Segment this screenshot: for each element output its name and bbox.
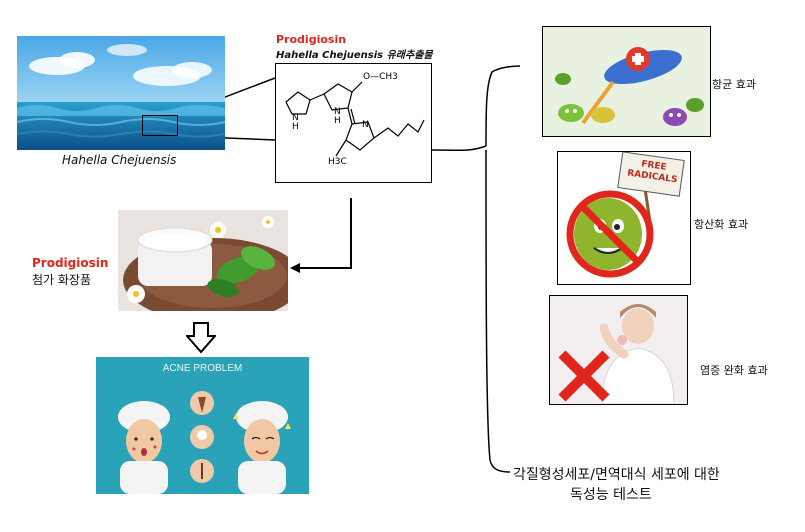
- source-caption: Hahella Chejuensis: [62, 153, 177, 167]
- compound-origin: Hahella Chejuensis 유래추출물: [276, 50, 433, 61]
- struct-nh-mid: N H: [334, 107, 341, 126]
- anti-inflammatory-image: [549, 295, 688, 405]
- anti-inflammatory-label: 염증 완화 효과: [700, 364, 768, 377]
- struct-nh-left: N H: [292, 113, 299, 132]
- compound-name: Prodigiosin: [276, 33, 347, 46]
- antibacterial-image: [542, 26, 711, 137]
- cosmetic-label: 첨가 화장품: [32, 273, 92, 287]
- prodigiosin-structure: O—CH3 N H N H N H3C: [275, 63, 432, 183]
- toxicity-test-line2: 독성능 테스트: [570, 487, 652, 503]
- down-arrow-icon: [186, 322, 216, 354]
- antioxidant-image: FREE RADICALS: [557, 151, 691, 285]
- cosmetic-cream-image: [118, 210, 288, 311]
- struct-n-right: N: [362, 120, 369, 130]
- cosmetic-name: Prodigiosin: [32, 256, 109, 270]
- struct-methoxy: O—CH3: [363, 72, 398, 82]
- toxicity-test-line1: 각질형성세포/면역대식 세포에 대한: [513, 467, 720, 483]
- ocean-image: [17, 36, 225, 150]
- zoom-box: [142, 115, 178, 136]
- acne-title: ACNE PROBLEM: [162, 363, 243, 374]
- acne-problem-image: ACNE PROBLEM: [96, 357, 309, 494]
- antioxidant-label: 항산화 효과: [694, 218, 749, 231]
- struct-methyl: H3C: [328, 157, 347, 167]
- antibacterial-label: 항균 효과: [712, 78, 756, 91]
